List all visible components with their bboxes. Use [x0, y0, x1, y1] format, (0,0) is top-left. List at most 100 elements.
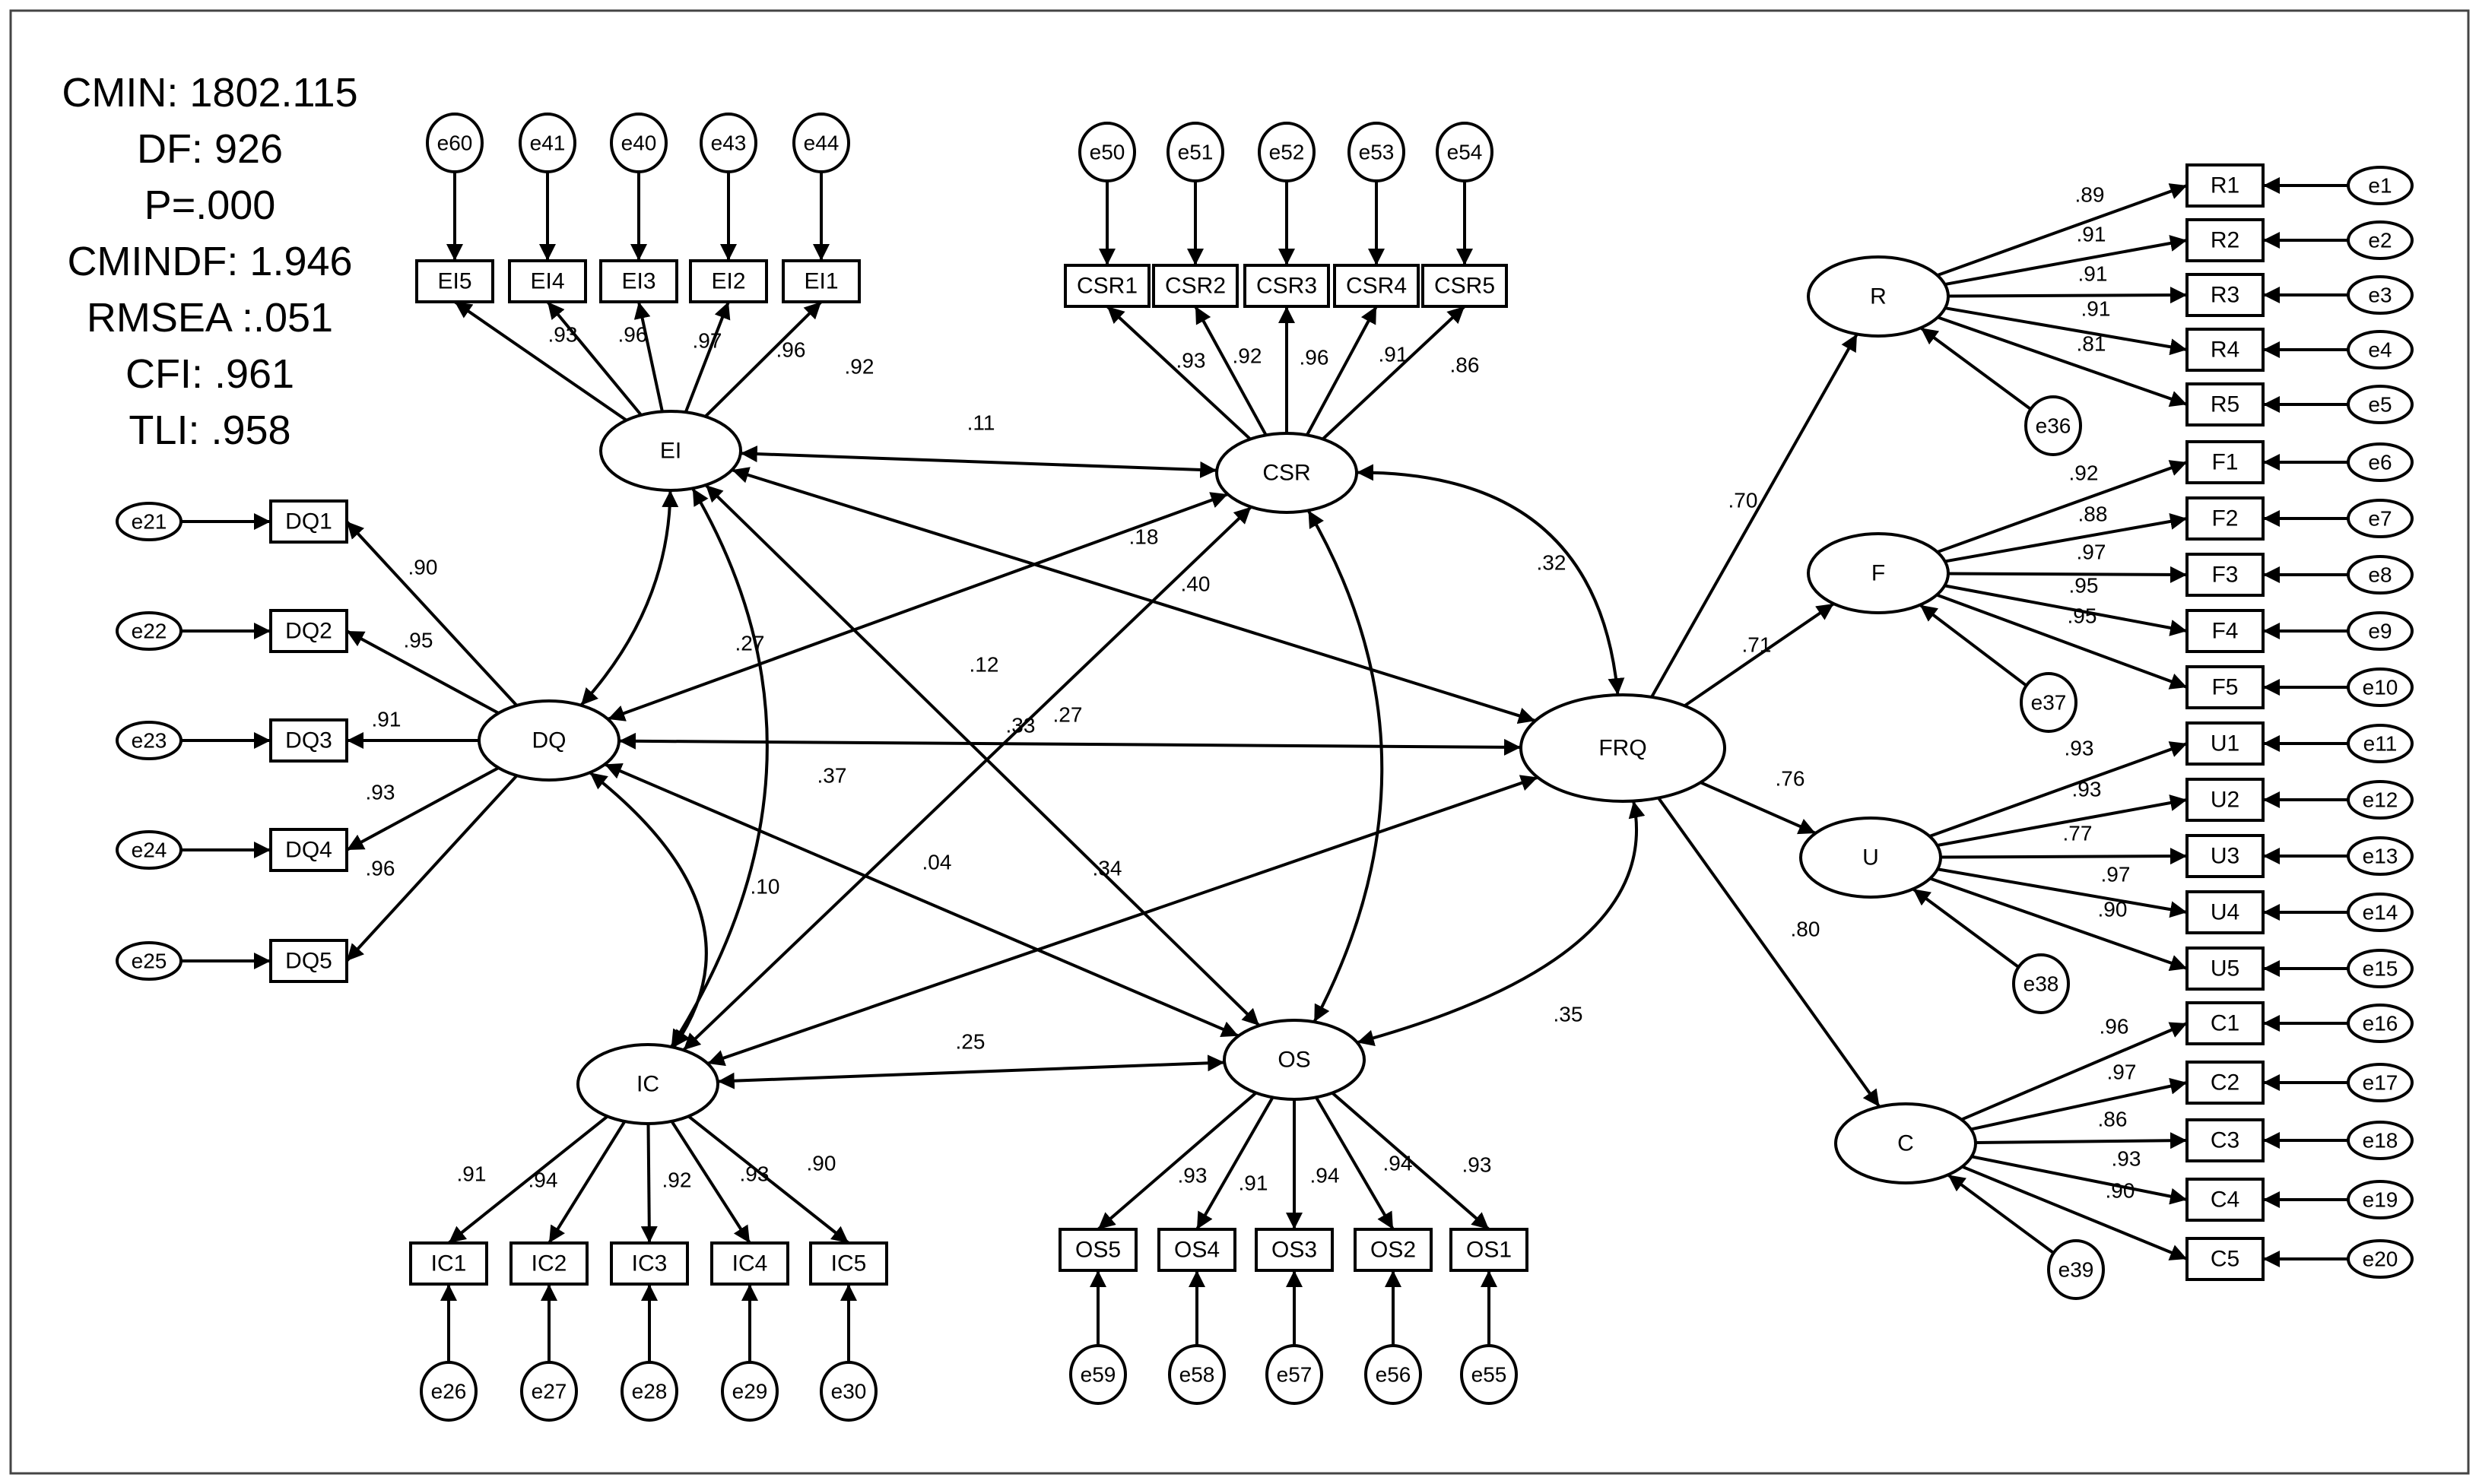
error-path-e36	[1919, 326, 2032, 411]
frq-to-r-path	[1650, 333, 1858, 698]
indicator-label-ic5: IC5	[831, 1251, 867, 1276]
loading-csr4	[1306, 306, 1378, 436]
error-label-e50: e50	[1090, 141, 1125, 164]
loading-dq5	[345, 774, 519, 962]
loading-value-dq4: .93	[366, 781, 395, 804]
loading-value-ei1: .92	[845, 355, 874, 379]
indicator-label-ei3: EI3	[621, 269, 655, 294]
indicator-ic2	[509, 1241, 589, 1286]
loading-value-os5: .93	[1178, 1164, 1208, 1188]
loading-value-f4: .95	[2069, 574, 2099, 598]
second-order-value-f: .71	[1742, 633, 1772, 657]
error-e56	[1364, 1344, 1422, 1405]
fit-stat-4: RMSEA :.051	[87, 295, 333, 341]
error-e7	[2347, 499, 2414, 538]
loading-value-c1: .96	[2100, 1015, 2129, 1038]
latent-label-c: C	[1897, 1131, 1914, 1156]
latent-label-ei: EI	[660, 439, 681, 464]
correlation-ei-csr-value: .11	[967, 411, 995, 435]
indicator-label-ic3: IC3	[632, 1251, 668, 1276]
error-label-e5: e5	[2368, 393, 2392, 417]
loading-value-f1: .92	[2069, 461, 2099, 485]
fit-stat-3: CMINDF: 1.946	[67, 239, 352, 284]
indicator-label-csr4: CSR4	[1346, 274, 1407, 299]
error-e29	[721, 1361, 779, 1422]
error-e60	[426, 113, 484, 173]
indicator-label-r2: R2	[2211, 228, 2239, 253]
indicator-u3	[2185, 834, 2265, 878]
loading-u1	[1928, 741, 2188, 838]
loading-value-r3: .91	[2078, 262, 2108, 286]
error-label-e20: e20	[2363, 1248, 2398, 1271]
correlation-dq-frq-value: .27	[1053, 703, 1083, 727]
loading-ei2	[684, 301, 731, 413]
loading-value-dq5: .96	[366, 857, 395, 880]
error-e18	[2347, 1121, 2414, 1160]
error-label-e52: e52	[1269, 141, 1305, 164]
error-e55	[1460, 1344, 1518, 1405]
frq-to-u-path	[1700, 781, 1817, 835]
error-label-e22: e22	[132, 620, 167, 643]
loading-value-u1: .93	[2065, 737, 2094, 760]
latent-os	[1223, 1019, 1366, 1101]
error-label-e2: e2	[2368, 229, 2392, 252]
indicator-f1	[2185, 440, 2265, 484]
error-e30	[820, 1361, 878, 1422]
error-e37	[2020, 672, 2077, 733]
error-e38	[2012, 953, 2070, 1014]
loading-value-ic5: .90	[807, 1152, 836, 1175]
loading-value-dq2: .95	[404, 629, 433, 652]
indicator-label-csr3: CSR3	[1256, 274, 1317, 299]
fit-stat-2: P=.000	[144, 182, 276, 228]
indicator-c5	[2185, 1237, 2265, 1281]
loading-r5	[1937, 316, 2188, 407]
indicator-csr5	[1421, 264, 1508, 308]
loading-c3	[1975, 1132, 2188, 1149]
loading-r3	[1947, 287, 2188, 304]
error-label-e37: e37	[2031, 691, 2067, 715]
error-e24	[116, 830, 183, 870]
error-e6	[2347, 442, 2414, 482]
loading-ei3	[633, 301, 664, 412]
error-e58	[1168, 1344, 1226, 1405]
indicator-label-c5: C5	[2211, 1247, 2239, 1272]
indicator-dq4	[269, 828, 348, 872]
error-e1	[2347, 166, 2414, 205]
error-label-e26: e26	[431, 1380, 467, 1403]
loading-value-ic1: .91	[457, 1162, 487, 1186]
correlation-ic-csr-value: .18	[1129, 525, 1159, 549]
indicator-os1	[1449, 1228, 1528, 1272]
loading-value-r5: .81	[2077, 332, 2106, 356]
error-e22	[116, 611, 183, 651]
coefficient-layer: .93.96.97.96.92.93.92.96.91.86.90.95.91.…	[366, 183, 2141, 1203]
error-label-e23: e23	[132, 729, 167, 753]
error-label-e57: e57	[1277, 1363, 1313, 1387]
indicator-label-csr5: CSR5	[1434, 274, 1495, 299]
correlation-ic-frq-value: .33	[1006, 714, 1036, 737]
fit-stat-1: DF: 926	[137, 126, 283, 172]
frq-to-c-path	[1657, 797, 1881, 1108]
correlation-dq-os-value: .04	[922, 851, 952, 874]
error-label-e13: e13	[2363, 845, 2398, 868]
error-e40	[610, 113, 668, 173]
loading-value-ei5: .93	[548, 323, 578, 347]
indicator-label-ei2: EI2	[711, 269, 745, 294]
indicator-label-u5: U5	[2211, 956, 2239, 981]
node-layer: e60EI5e41EI4e40EI3e43EI2e44EI1e50CSR1e51…	[116, 113, 2414, 1422]
loading-u4	[1937, 867, 2188, 918]
indicator-c3	[2185, 1118, 2265, 1162]
error-label-e29: e29	[732, 1380, 768, 1403]
indicator-dq3	[269, 718, 348, 763]
loading-ei4	[546, 300, 643, 417]
correlation-csr-os	[1306, 509, 1384, 1023]
error-label-e41: e41	[530, 132, 566, 155]
indicator-csr3	[1243, 264, 1330, 308]
error-e2	[2347, 220, 2414, 260]
error-e14	[2347, 893, 2414, 932]
error-e11	[2347, 724, 2414, 763]
second-order-value-c: .80	[1791, 918, 1820, 941]
error-label-e21: e21	[132, 510, 167, 534]
error-e9	[2347, 611, 2414, 651]
error-label-e58: e58	[1179, 1363, 1215, 1387]
indicator-label-os1: OS1	[1466, 1238, 1512, 1263]
